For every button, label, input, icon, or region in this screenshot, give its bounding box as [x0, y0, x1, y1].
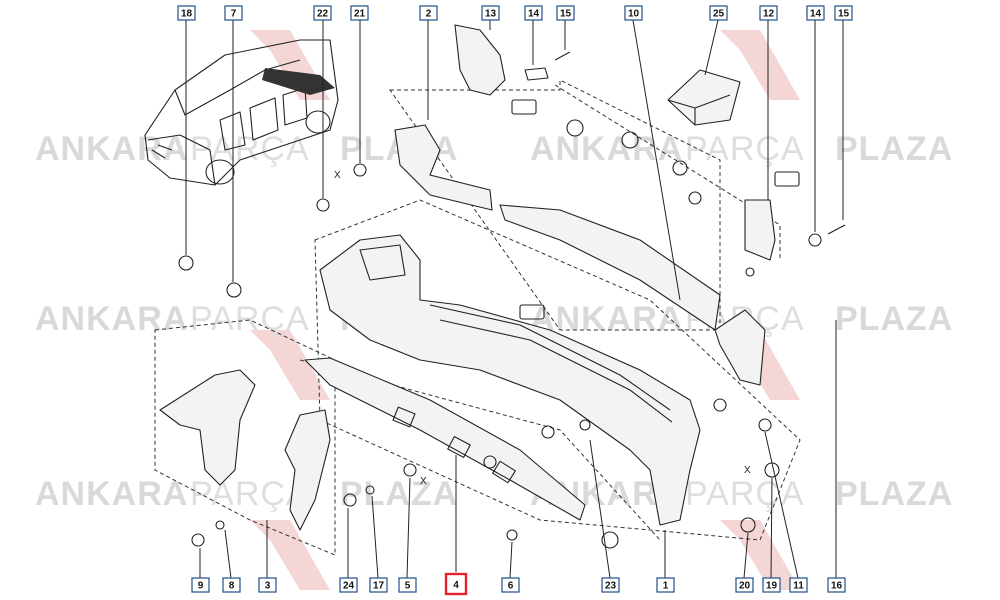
callout-14b[interactable]: 14 [806, 5, 825, 21]
svg-text:15: 15 [838, 9, 850, 20]
watermark-plaza: PLAZA [835, 300, 953, 338]
callout-5[interactable]: 5 [398, 577, 417, 593]
callout-2[interactable]: 2 [419, 5, 438, 21]
watermark-ankara: ANKARA [35, 475, 188, 513]
callout-10[interactable]: 10 [624, 5, 643, 21]
svg-text:23: 23 [605, 581, 617, 592]
upper-rear-trim-parts [394, 124, 766, 386]
svg-text:16: 16 [831, 581, 843, 592]
svg-text:5: 5 [405, 581, 411, 592]
svg-text:4: 4 [453, 580, 459, 591]
watermark-plaza: PLAZA [340, 475, 458, 513]
svg-text:24: 24 [343, 581, 355, 592]
watermark-ankara: ANKARA [530, 130, 683, 168]
van-illustration [144, 39, 339, 186]
svg-text:7: 7 [231, 9, 237, 20]
svg-text:1: 1 [663, 581, 669, 592]
exploded-group-outlines [154, 79, 801, 556]
callout-15b[interactable]: 15 [834, 5, 853, 21]
rear-bumper-shell [319, 234, 701, 526]
leader-lines [185, 19, 844, 579]
callout-6[interactable]: 6 [501, 577, 520, 593]
svg-text:21: 21 [354, 9, 366, 20]
top-callouts: 18 7 22 21 2 13 14 15 10 25 12 14 15 [177, 5, 853, 21]
callout-7[interactable]: 7 [224, 5, 243, 21]
svg-text:22: 22 [317, 9, 329, 20]
x-marker: X [420, 476, 427, 487]
svg-text:6: 6 [508, 581, 514, 592]
callout-13[interactable]: 13 [481, 5, 500, 21]
watermark-layer: ANKARA PARÇA PLAZA ANKARA PARÇA PLAZA AN… [35, 30, 953, 590]
svg-text:14: 14 [528, 9, 540, 20]
callout-21[interactable]: 21 [350, 5, 369, 21]
callout-15[interactable]: 15 [556, 5, 575, 21]
callout-22[interactable]: 22 [313, 5, 332, 21]
watermark-plaza: PLAZA [835, 130, 953, 168]
watermark-plaza: PLAZA [835, 475, 953, 513]
fasteners [178, 119, 780, 549]
clip-kit-box [667, 69, 741, 126]
svg-text:3: 3 [265, 581, 271, 592]
callout-23[interactable]: 23 [601, 577, 620, 593]
callout-16[interactable]: 16 [827, 577, 846, 593]
callout-4-highlighted[interactable]: 4 [444, 572, 468, 596]
svg-text:25: 25 [713, 9, 725, 20]
x-marker: X [334, 170, 341, 181]
watermark-parca: PARÇA [685, 130, 805, 168]
callout-25[interactable]: 25 [709, 5, 728, 21]
top-hinge-components [454, 24, 571, 115]
svg-text:17: 17 [373, 581, 385, 592]
callout-19[interactable]: 19 [762, 577, 781, 593]
callout-14[interactable]: 14 [524, 5, 543, 21]
callout-3[interactable]: 3 [258, 577, 277, 593]
svg-text:20: 20 [739, 581, 751, 592]
svg-text:11: 11 [793, 581, 804, 592]
bottom-callouts: 9 8 3 24 17 5 4 6 23 1 20 19 11 16 [191, 572, 846, 596]
svg-text:13: 13 [485, 9, 497, 20]
callout-18[interactable]: 18 [177, 5, 196, 21]
svg-text:8: 8 [229, 581, 235, 592]
watermark-parca: PARÇA [190, 475, 310, 513]
svg-text:18: 18 [181, 9, 193, 20]
svg-text:15: 15 [560, 9, 572, 20]
svg-text:14: 14 [810, 9, 822, 20]
svg-text:12: 12 [763, 9, 775, 20]
watermark-ankara: ANKARA [35, 300, 188, 338]
callout-9[interactable]: 9 [191, 577, 210, 593]
right-latch-components [744, 171, 846, 277]
callout-11[interactable]: 11 [789, 577, 808, 593]
callout-8[interactable]: 8 [222, 577, 241, 593]
svg-text:2: 2 [426, 9, 432, 20]
callout-20[interactable]: 20 [735, 577, 754, 593]
watermark-ankara: ANKARA [35, 130, 188, 168]
svg-text:19: 19 [766, 581, 778, 592]
x-markers: X X X [334, 170, 751, 487]
x-marker: X [744, 465, 751, 476]
svg-text:10: 10 [628, 9, 640, 20]
bumper-beam [304, 357, 586, 521]
callout-24[interactable]: 24 [339, 577, 358, 593]
watermark-parca: PARÇA [685, 475, 805, 513]
watermark-parca: PARÇA [190, 300, 310, 338]
watermark-parca: PARÇA [190, 130, 310, 168]
callout-17[interactable]: 17 [369, 577, 388, 593]
left-brackets [159, 369, 331, 531]
callout-1[interactable]: 1 [656, 577, 675, 593]
callout-12[interactable]: 12 [759, 5, 778, 21]
svg-text:9: 9 [198, 581, 204, 592]
